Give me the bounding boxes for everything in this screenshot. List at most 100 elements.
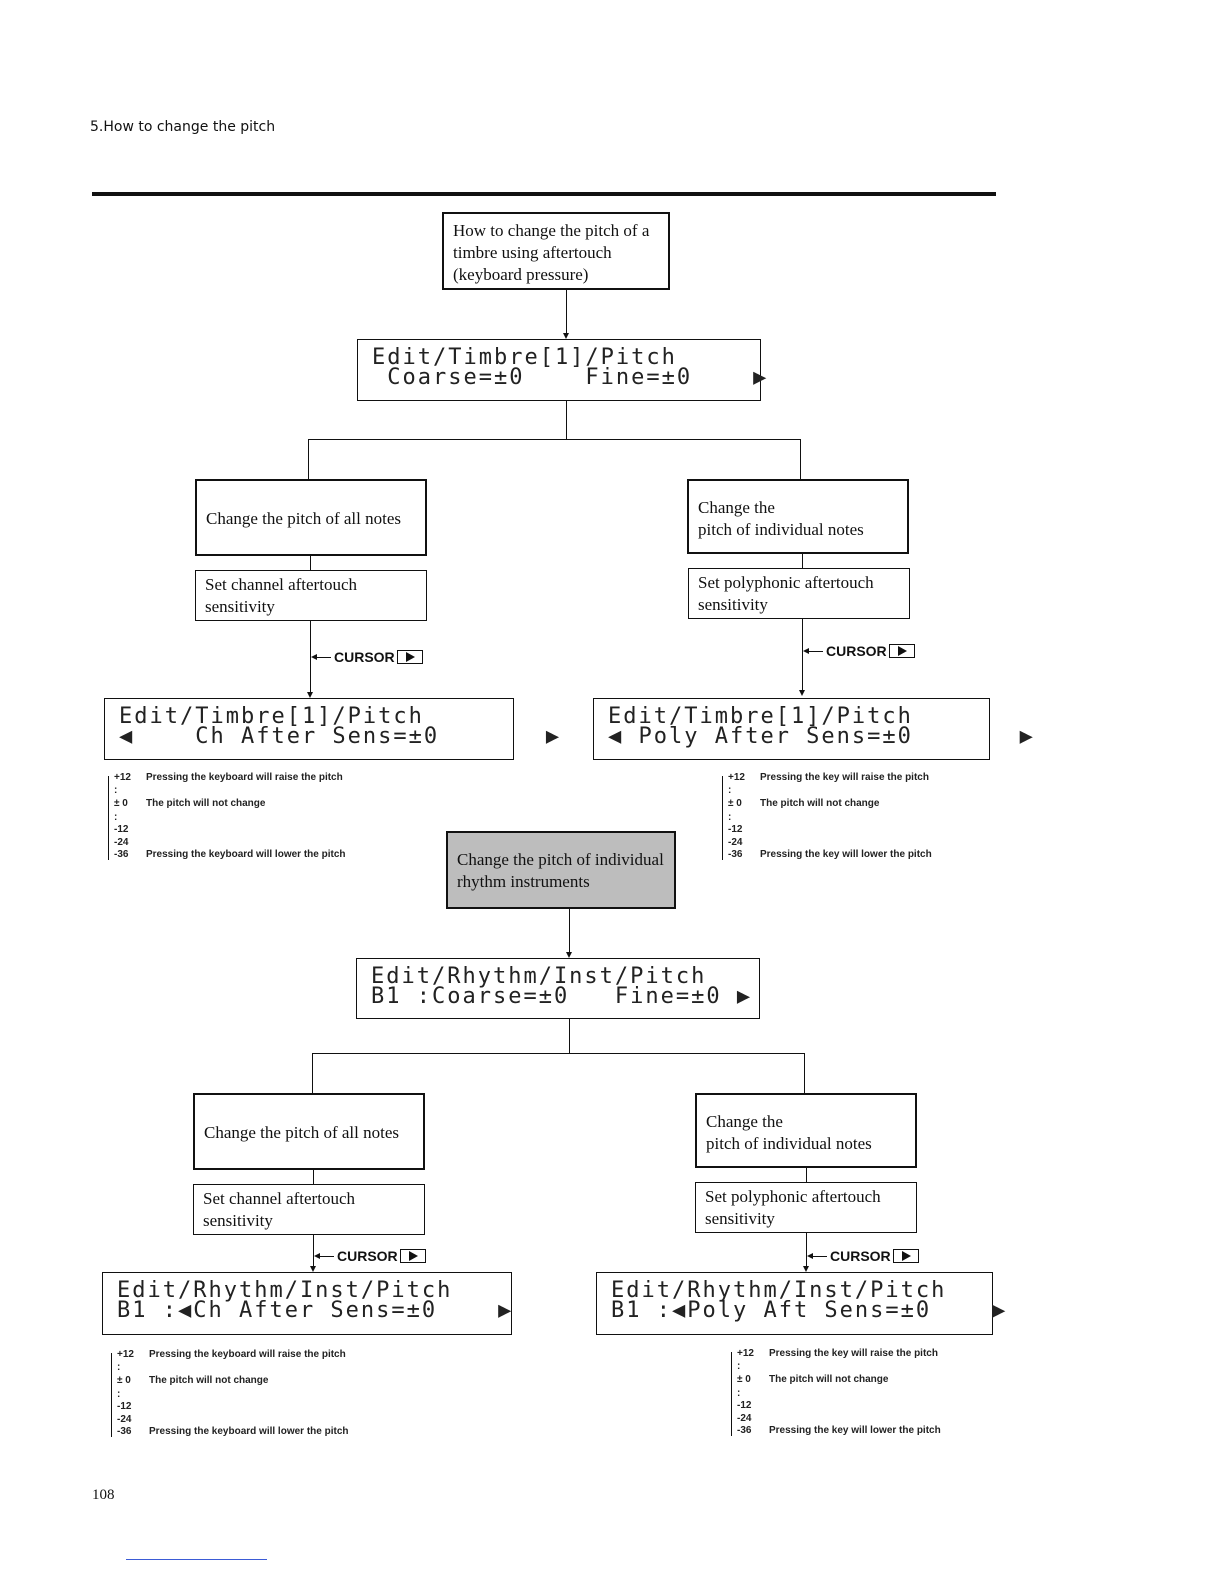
set-line-2: sensitivity	[203, 1211, 273, 1230]
connector-line	[313, 1235, 314, 1267]
cursor-right-key-icon	[888, 644, 915, 658]
lcd-line-1: Edit/Rhythm/Inst/Pitch	[117, 1278, 453, 1303]
range-row: -24	[114, 837, 129, 848]
set-line-1: Set polyphonic aftertouch	[698, 573, 874, 592]
cursor-hint: CURSOR	[807, 1248, 919, 1264]
range-row: :	[728, 812, 732, 823]
lcd-line-1: Edit/Rhythm/Inst/Pitch	[371, 964, 707, 989]
set-polyphonic-aftertouch-box: Set polyphonic aftertouch sensitivity	[688, 568, 910, 619]
cursor-hint: CURSOR	[803, 643, 915, 659]
cursor-right-key-icon	[396, 650, 423, 664]
set-line-2: sensitivity	[705, 1209, 775, 1228]
connector-line	[310, 621, 311, 693]
top-question-box: How to change the pitch of a timbre usin…	[442, 212, 670, 290]
lcd-line-1: Edit/Timbre[1]/Pitch	[608, 704, 913, 729]
rhythm-question-box: Change the pitch of individual rhythm in…	[446, 831, 676, 909]
range-row: -24	[117, 1414, 132, 1425]
branch-line	[308, 439, 801, 440]
lcd-line-1: Edit/Rhythm/Inst/Pitch	[611, 1278, 947, 1303]
rhythm-box-line-1: Change the pitch of individual	[457, 850, 664, 869]
range-row: -12	[117, 1401, 132, 1412]
connector-line	[313, 1170, 314, 1184]
connector-line	[806, 1168, 807, 1182]
lcd-rhythm-inst-pitch: Edit/Rhythm/Inst/Pitch B1 :Coarse=±0 Fin…	[356, 958, 760, 1019]
set-line-1: Set channel aftertouch	[205, 575, 357, 594]
connector-line	[569, 909, 570, 953]
range-row: :	[114, 812, 118, 823]
range-row: :	[114, 785, 118, 796]
arrow-head	[310, 1266, 316, 1272]
arrow-left-icon	[803, 648, 809, 654]
set-line-2: sensitivity	[205, 597, 275, 616]
set-line-1: Set channel aftertouch	[203, 1189, 355, 1208]
arrow-head	[563, 333, 569, 339]
cursor-right-key-icon	[892, 1249, 919, 1263]
cursor-label: CURSOR	[337, 1248, 398, 1264]
arrow-head	[799, 690, 805, 696]
top-box-line-2: timbre using aftertouch	[453, 243, 612, 262]
rhythm-box-line-2: rhythm instruments	[457, 872, 590, 891]
set-channel-aftertouch-box: Set channel aftertouch sensitivity	[193, 1184, 425, 1235]
branch-line	[312, 1053, 805, 1054]
set-channel-aftertouch-box: Set channel aftertouch sensitivity	[195, 570, 427, 621]
header-rule	[92, 192, 996, 196]
connector-line	[308, 439, 309, 479]
change-all-notes-label: Change the pitch of all notes	[206, 509, 401, 528]
lcd-line-2: B1 :◀Poly Aft Sens=±0 ▶	[611, 1298, 1008, 1323]
top-box-line-1: How to change the pitch of a	[453, 221, 650, 240]
lcd-rhythm-poly-aft-sens: Edit/Rhythm/Inst/Pitch B1 :◀Poly Aft Sen…	[596, 1272, 1008, 1335]
cursor-label: CURSOR	[830, 1248, 891, 1264]
arrow-left-icon	[314, 1253, 320, 1259]
connector-line	[804, 1053, 805, 1093]
cursor-label: CURSOR	[334, 649, 395, 665]
arrow-head	[803, 1266, 809, 1272]
range-row: :	[737, 1361, 741, 1372]
cursor-hint: CURSOR	[311, 649, 423, 665]
cursor-label: CURSOR	[826, 643, 887, 659]
range-row: :	[737, 1388, 741, 1399]
lcd-line-2: ◀ Ch After Sens=±0 ▶	[119, 724, 562, 749]
connector-line	[310, 556, 311, 570]
connector-line	[569, 1019, 570, 1053]
cursor-hint: CURSOR	[314, 1248, 426, 1264]
arrow-left-icon	[807, 1253, 813, 1259]
top-box-line-3: (keyboard pressure)	[453, 265, 589, 284]
cursor-right-key-icon	[399, 1249, 426, 1263]
connector-line	[806, 1233, 807, 1267]
lcd-line-2: B1 :Coarse=±0 Fine=±0 ▶	[371, 984, 753, 1009]
change-all-notes-box: Change the pitch of all notes	[193, 1093, 425, 1170]
range-row: :	[117, 1362, 121, 1373]
range-row: -12	[728, 824, 743, 835]
change-line-2: pitch of individual notes	[706, 1134, 872, 1153]
change-individual-notes-box: Change the pitch of individual notes	[687, 479, 909, 554]
connector-line	[802, 554, 803, 568]
lcd-rhythm-ch-after-sens: Edit/Rhythm/Inst/Pitch B1 :◀Ch After Sen…	[102, 1272, 512, 1335]
change-line-2: pitch of individual notes	[698, 520, 864, 539]
arrow-head	[566, 952, 572, 958]
lcd-ch-after-sens: Edit/Timbre[1]/Pitch ◀ Ch After Sens=±0 …	[104, 698, 562, 760]
connector-line	[566, 290, 567, 334]
connector-line	[566, 401, 567, 439]
change-all-notes-label: Change the pitch of all notes	[204, 1123, 399, 1142]
lcd-line-2: Coarse=±0 Fine=±0 ▶	[372, 365, 769, 390]
connector-line	[802, 619, 803, 691]
page-number: 108	[92, 1487, 115, 1503]
change-all-notes-box: Change the pitch of all notes	[195, 479, 427, 556]
arrow-head	[307, 692, 313, 698]
lcd-line-1: Edit/Timbre[1]/Pitch	[372, 345, 677, 370]
change-line-1: Change the	[698, 498, 775, 517]
set-line-1: Set polyphonic aftertouch	[705, 1187, 881, 1206]
range-row: -12	[114, 824, 129, 835]
